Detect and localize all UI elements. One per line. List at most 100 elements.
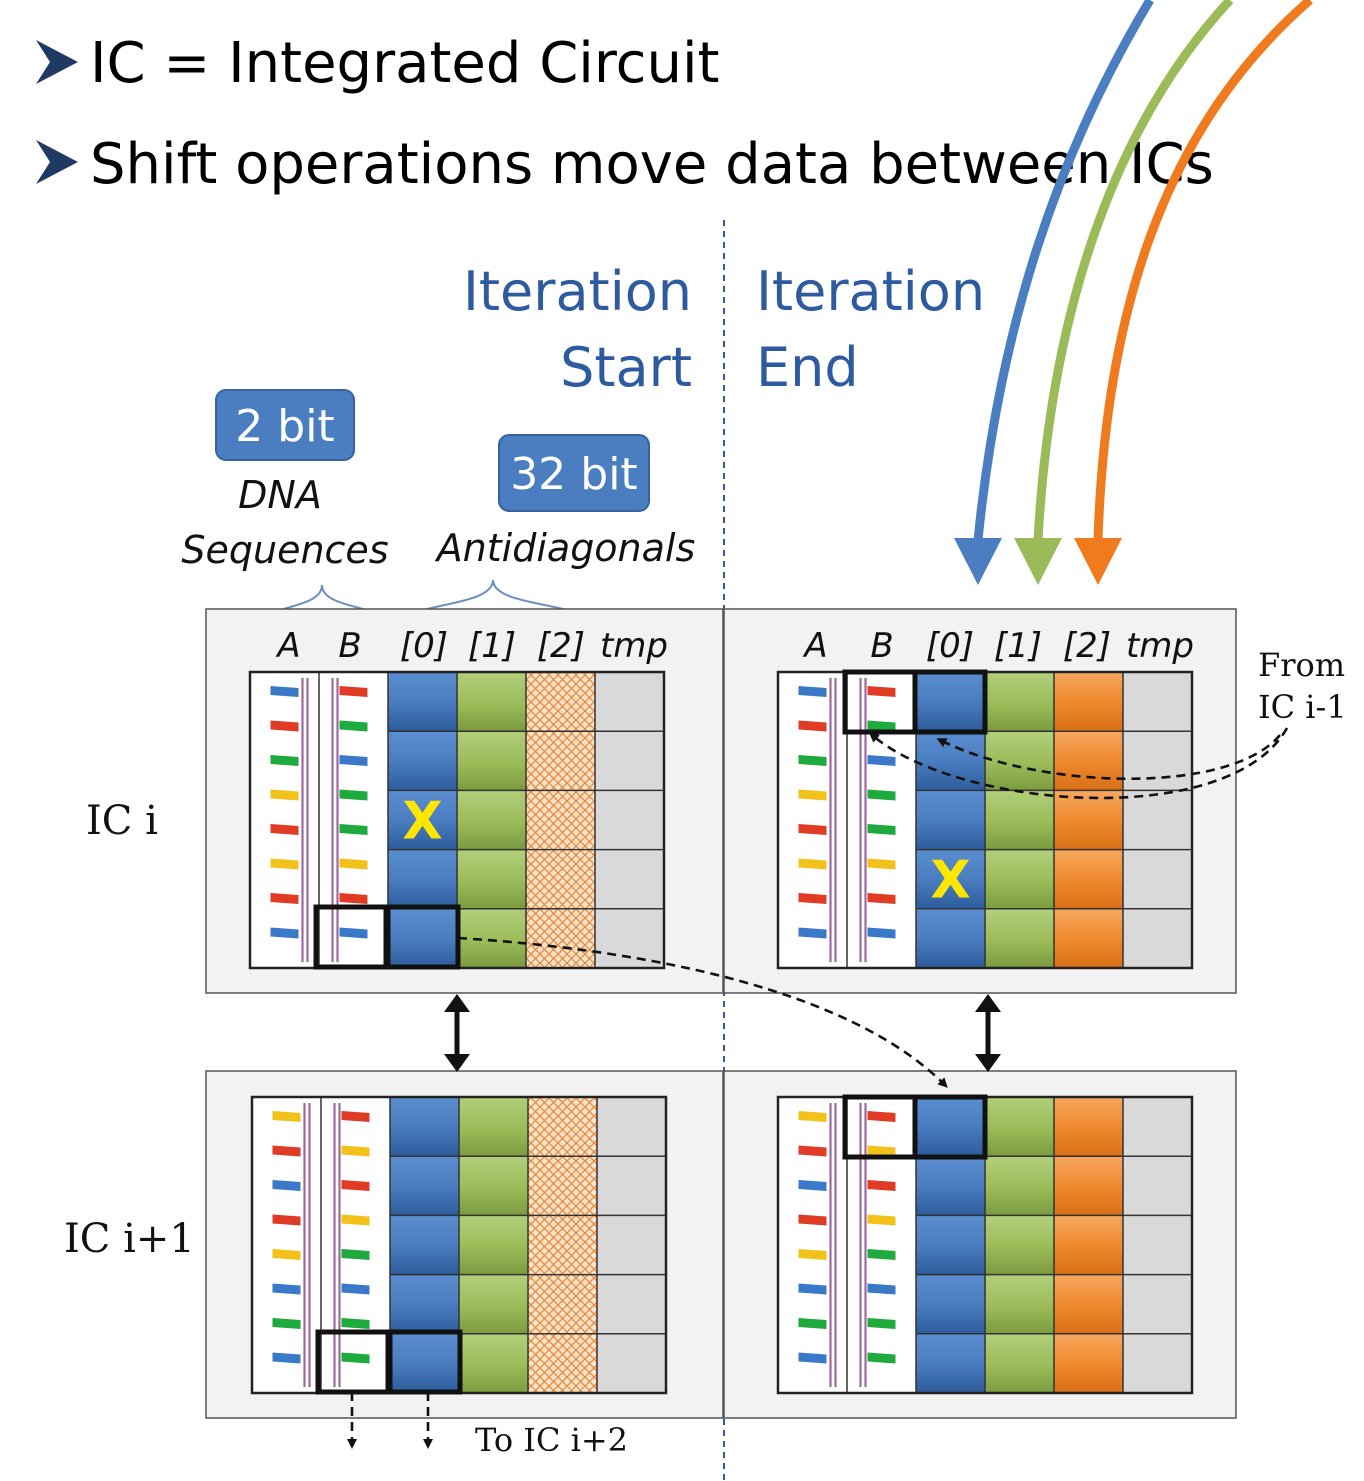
- dna-base: [270, 789, 299, 801]
- row-label-ic-i: IC i: [86, 798, 158, 844]
- column-header: [1]: [468, 626, 516, 666]
- cell-tmp: [1123, 790, 1192, 850]
- cell-antidiag-2: [528, 1333, 597, 1393]
- column-header: [2]: [1063, 626, 1111, 666]
- dna-base: [272, 1111, 301, 1122]
- phase-titles: Iteration Start Iteration End: [463, 260, 985, 399]
- cell-antidiag-2: [528, 1156, 597, 1216]
- cell-tmp: [595, 672, 664, 732]
- dna-strand: [798, 1103, 837, 1387]
- dna-base: [798, 1249, 827, 1260]
- cell-antidiag-0: [388, 908, 457, 968]
- cell-antidiag-1: [459, 1274, 528, 1334]
- overwrite-marker: X: [930, 851, 970, 911]
- cell-antidiag-0: [388, 672, 457, 732]
- arrowhead-icon: [444, 1054, 470, 1072]
- dna-base: [272, 1145, 301, 1157]
- dna-base: [339, 686, 368, 697]
- highlight-box: [383, 904, 461, 970]
- dna-base: [341, 1180, 370, 1191]
- cell-antidiag-2: [528, 1215, 597, 1275]
- cell-tmp: [595, 849, 664, 909]
- dna-base: [272, 1318, 301, 1329]
- cell-tmp: [1123, 908, 1192, 968]
- dna-base: [341, 1111, 370, 1122]
- cell-antidiag-2: [528, 1274, 597, 1334]
- arrowhead-icon: [975, 994, 1001, 1012]
- cell-antidiag-1: [985, 1215, 1054, 1275]
- bullet-list: IC = Integrated Circuit Shift operations…: [36, 31, 1214, 197]
- cell-antidiag-1: [459, 1156, 528, 1216]
- dna-base: [867, 1180, 896, 1191]
- cell-antidiag-2: [526, 731, 595, 791]
- dna-base: [798, 1180, 827, 1191]
- cell-tmp: [597, 1156, 666, 1216]
- bullet-ic-definition: IC = Integrated Circuit: [90, 31, 719, 96]
- column-header: tmp: [1126, 626, 1194, 666]
- dna-base: [867, 789, 896, 801]
- dna-base: [270, 824, 299, 835]
- dna-base: [270, 927, 299, 939]
- column-header: tmp: [600, 626, 668, 666]
- dna-base: [798, 1283, 827, 1295]
- dna-base: [270, 686, 299, 697]
- cell-antidiag-2: [1054, 1097, 1123, 1157]
- column-header: [0]: [400, 626, 448, 666]
- cell-antidiag-2: [1054, 790, 1123, 850]
- dna-base: [272, 1214, 301, 1226]
- dna-base: [798, 720, 827, 732]
- dna-base: [867, 755, 896, 766]
- shift-path-from-prev-ic-b: [868, 727, 1289, 800]
- cell-antidiag-1: [457, 731, 526, 791]
- cell-tmp: [1123, 849, 1192, 909]
- dna-base: [341, 1249, 370, 1260]
- shift-paths: [347, 727, 1289, 1449]
- dna-base: [867, 720, 896, 732]
- dna-base: [867, 1318, 896, 1329]
- cell-antidiag-0: [916, 672, 985, 732]
- dna-base: [341, 1214, 370, 1226]
- ic-link-arrows: [444, 994, 1001, 1072]
- dna-base: [798, 893, 827, 904]
- dna-base: [798, 927, 827, 939]
- incoming-arrow-orange: [1093, 0, 1313, 541]
- cell-antidiag-1: [985, 731, 1054, 791]
- cell-antidiag-2: [526, 790, 595, 850]
- cell-tmp: [595, 790, 664, 850]
- cell-antidiag-2: [526, 908, 595, 968]
- dna-base: [798, 1318, 827, 1329]
- column-header: B: [870, 626, 893, 666]
- bullet-arrow-icon: [36, 40, 78, 84]
- overwrite-marker: X: [402, 791, 442, 851]
- dna-base: [867, 1283, 896, 1295]
- cell-tmp: [1123, 672, 1192, 732]
- cell-antidiag-1: [985, 672, 1054, 732]
- cell-antidiag-0: [916, 1333, 985, 1393]
- cell-antidiag-0: [390, 1215, 459, 1275]
- dna-base: [798, 1145, 827, 1157]
- phase-end-line2: End: [756, 336, 859, 399]
- dna-base: [798, 824, 827, 835]
- dna-base: [339, 927, 368, 939]
- dna-base: [270, 755, 299, 766]
- cell-antidiag-1: [985, 1333, 1054, 1393]
- dna-base: [339, 858, 368, 870]
- dna-base: [272, 1180, 301, 1191]
- cell-antidiag-0: [390, 1156, 459, 1216]
- cell-antidiag-0: [390, 1333, 459, 1393]
- cell-antidiag-1: [457, 790, 526, 850]
- dna-strand: [859, 678, 896, 962]
- cell-antidiag-1: [985, 1274, 1054, 1334]
- cell-antidiag-2: [528, 1097, 597, 1157]
- cell-tmp: [1123, 1097, 1192, 1157]
- cell-antidiag-1: [985, 1097, 1054, 1157]
- dna-base: [798, 858, 827, 870]
- dna-base: [867, 1145, 896, 1157]
- cell-antidiag-2: [1054, 1333, 1123, 1393]
- cell-tmp: [1123, 1333, 1192, 1393]
- dna-base: [272, 1352, 301, 1364]
- dna-strand: [333, 1103, 370, 1387]
- dna-base: [867, 858, 896, 870]
